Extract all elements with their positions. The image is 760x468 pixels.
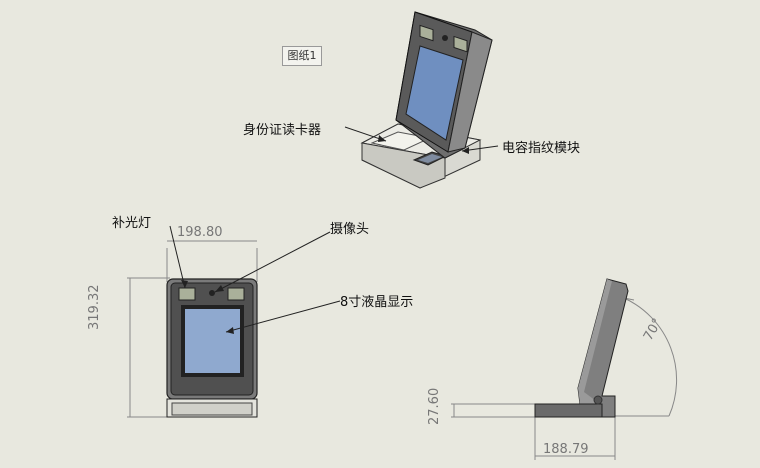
iso-light-left [419, 24, 434, 42]
leader-lcd [225, 300, 341, 333]
fingerprint-sensor [418, 154, 442, 163]
side-base [534, 403, 603, 418]
front-light-right [227, 287, 245, 301]
fill-light-label: 补光灯 [112, 216, 152, 231]
camera-label: 摄像头 [330, 222, 370, 237]
lcd-label: 8寸液晶显示 [340, 295, 414, 310]
panel-screen [405, 45, 464, 141]
front-light-left [178, 287, 196, 301]
sheet-tag: 图纸1 [282, 46, 322, 66]
front-view [127, 225, 341, 418]
iso-camera [442, 35, 448, 41]
front-screen [185, 309, 240, 373]
panel-side [447, 31, 493, 153]
angle-arc [623, 297, 678, 417]
leader-fill-light [169, 225, 186, 289]
side-depth-dimension: 188.79 [543, 442, 589, 457]
front-width-dimension: 198.80 [177, 225, 223, 240]
side-highlight [578, 279, 612, 404]
base-height-dimension: 27.60 [427, 387, 442, 425]
front-camera [209, 290, 215, 296]
leader-camera [214, 231, 331, 293]
id-reader-label: 身份证读卡器 [243, 123, 322, 138]
iso-light-right [453, 35, 468, 53]
isometric-view [344, 11, 499, 189]
side-view [451, 278, 678, 460]
fingerprint-label: 电容指纹模块 [502, 141, 581, 156]
front-height-dimension: 319.32 [87, 284, 102, 331]
